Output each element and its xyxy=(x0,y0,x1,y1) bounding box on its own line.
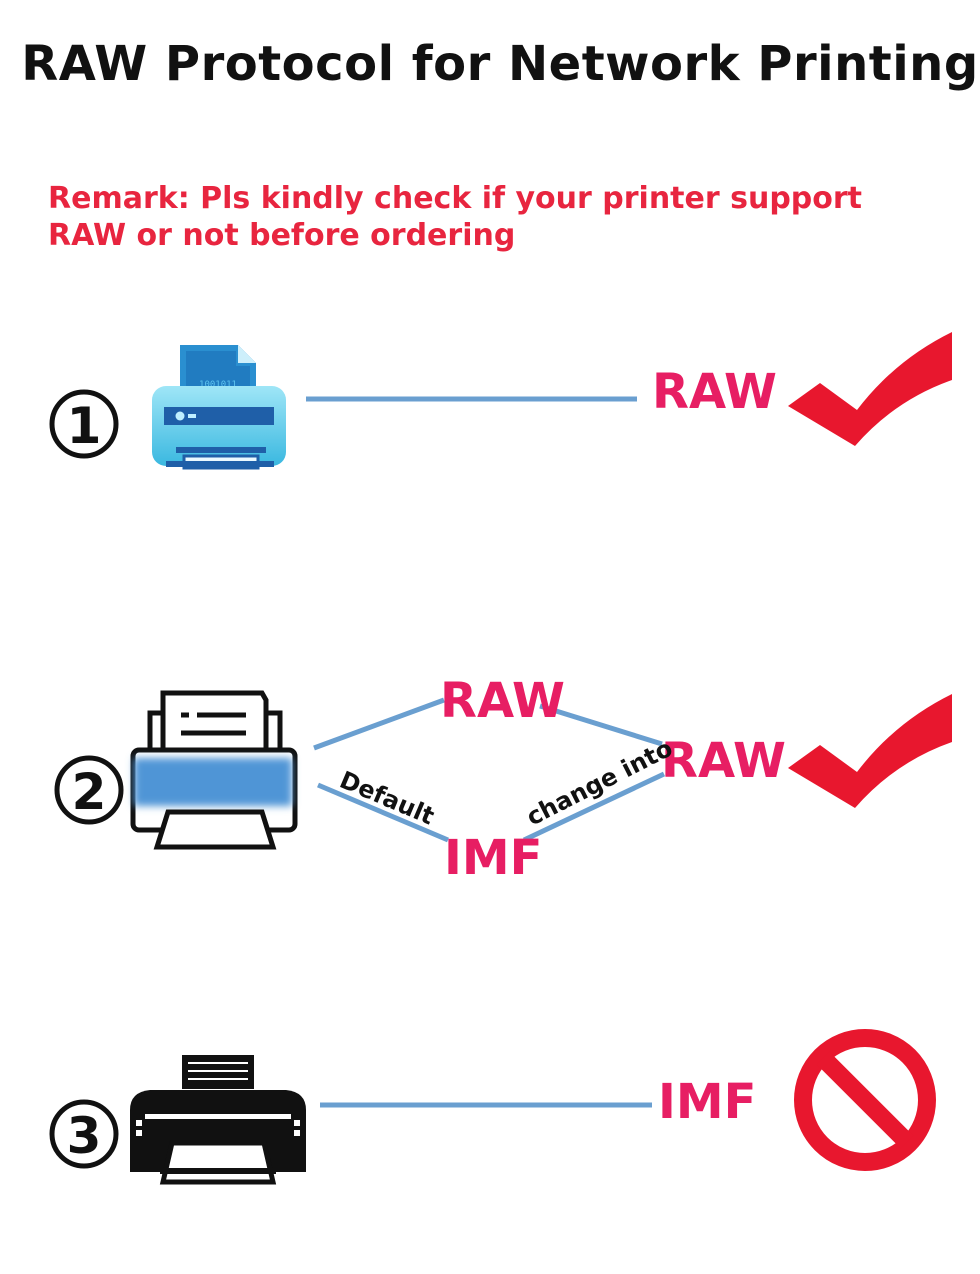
protocol-label-imf: IMF xyxy=(658,1074,756,1130)
svg-text:1001011: 1001011 xyxy=(199,380,237,390)
black-printer-icon xyxy=(130,1055,306,1185)
step-number-1: 1 xyxy=(49,389,119,459)
checkmark-icon xyxy=(788,332,952,446)
prohibited-icon xyxy=(794,1029,936,1171)
step-number-2: 2 xyxy=(54,755,124,825)
outline-printer-icon xyxy=(130,690,298,850)
svg-text:2: 2 xyxy=(72,763,107,821)
step-number-3: 3 xyxy=(49,1099,119,1169)
connector-line-lower-left xyxy=(317,782,449,843)
page-title: RAW Protocol for Network Printing xyxy=(21,36,979,92)
row-3: 3 IMF xyxy=(49,1029,936,1185)
svg-text:1: 1 xyxy=(67,397,102,455)
connector-line-lower-right xyxy=(522,771,666,843)
row-1: 1 1001011 RAW xyxy=(49,332,952,470)
protocol-label-raw-result: RAW xyxy=(661,733,786,789)
protocol-label-raw: RAW xyxy=(652,364,777,420)
protocol-label-raw-upper: RAW xyxy=(440,673,565,729)
remark-note: Remark: Pls kindly check if your printer… xyxy=(48,181,863,253)
connector-line-upper-left xyxy=(313,697,445,751)
row-2: 2 RAW IMF RAW Default xyxy=(54,673,952,886)
blue-3d-printer-icon: 1001011 xyxy=(152,345,286,470)
protocol-label-imf-lower: IMF xyxy=(444,830,542,886)
connector-line-upper-right xyxy=(539,703,663,747)
checkmark-icon xyxy=(788,694,952,808)
change-into-label: change into xyxy=(522,734,677,831)
svg-text:3: 3 xyxy=(67,1107,102,1165)
